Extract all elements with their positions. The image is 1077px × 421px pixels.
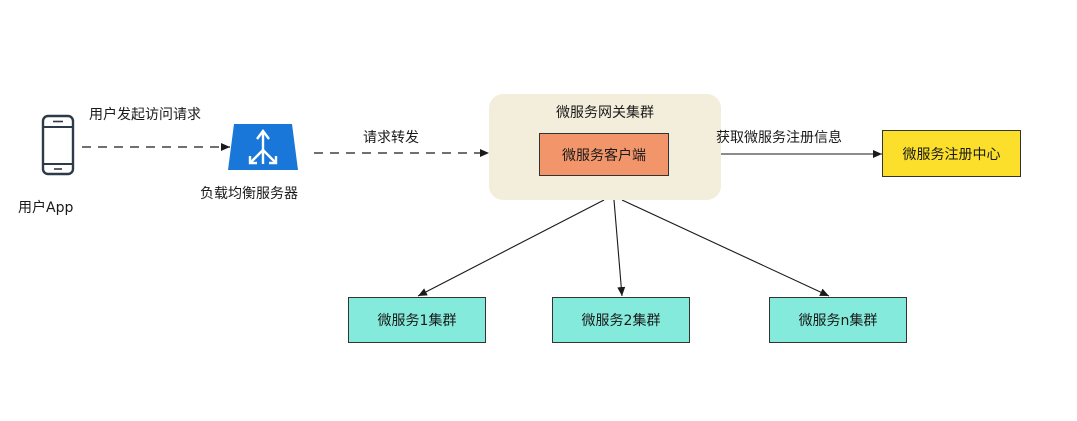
- service-cluster-1: 微服务1集群: [348, 297, 486, 343]
- edge-label-forward: 请求转发: [363, 130, 419, 146]
- edge-label-fetch-registry: 获取微服务注册信息: [716, 130, 842, 146]
- edge-label-user-request: 用户发起访问请求: [89, 107, 201, 123]
- microservice-client-box: 微服务客户端: [539, 133, 669, 176]
- edge-gateway-to-service-1: [417, 199, 605, 297]
- smartphone-icon: [41, 114, 75, 176]
- edge-gateway-to-service-n: [621, 199, 830, 297]
- service-cluster-n: 微服务n集群: [769, 297, 907, 343]
- user-app-label: 用户App: [18, 200, 74, 216]
- gateway-cluster-title: 微服务网关集群: [556, 105, 654, 121]
- edge-gateway-to-service-2: [613, 199, 626, 297]
- load-balancer-label: 负载均衡服务器: [200, 186, 298, 202]
- registry-center-box: 微服务注册中心: [882, 130, 1021, 177]
- service-cluster-2: 微服务2集群: [552, 297, 690, 343]
- load-balancer-icon: [228, 124, 298, 170]
